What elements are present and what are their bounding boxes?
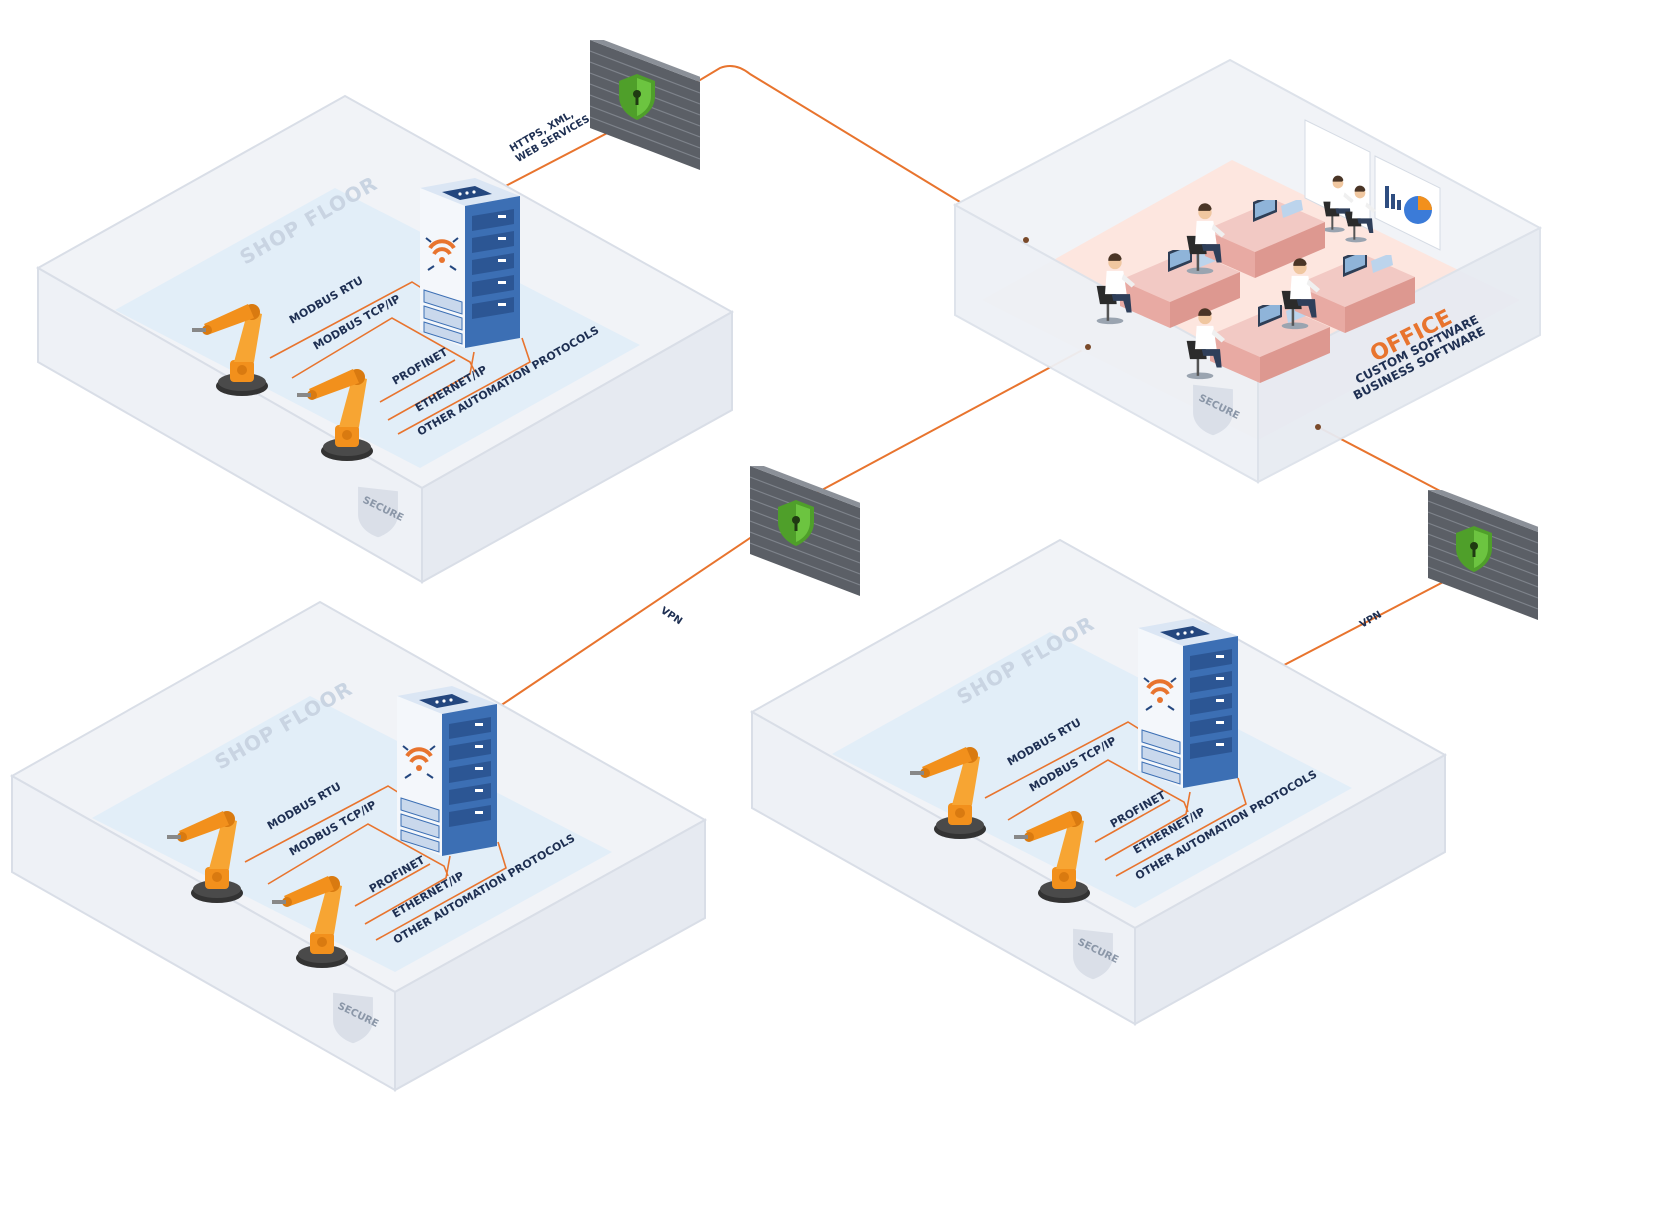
firewall-right (1428, 490, 1538, 620)
shop-floor-1: SHOP FLOOR SECURE MODBUS RTU MODBUS TCP/… (35, 94, 735, 584)
link-label-top: HTTPS, XML,WEB SERVICES (508, 103, 592, 165)
office-room: SECURE OFFICE CUSTOM SOFTWARE BUSINESS S… (952, 58, 1543, 484)
link-label-vpn-right: VPN (1358, 609, 1384, 630)
shop-floor-2: SHOP FLOOR SECURE MODBUS RTU MODBUS TCP/… (9, 600, 708, 1092)
link-label-vpn-left: VPN (658, 605, 684, 627)
link-nodes (1023, 237, 1321, 430)
shop-floor-3: SHOP FLOOR SECURE MODBUS RTU MODBUS TCP/… (749, 538, 1448, 1026)
firewall-top (590, 40, 700, 170)
firewall-middle (750, 466, 860, 596)
